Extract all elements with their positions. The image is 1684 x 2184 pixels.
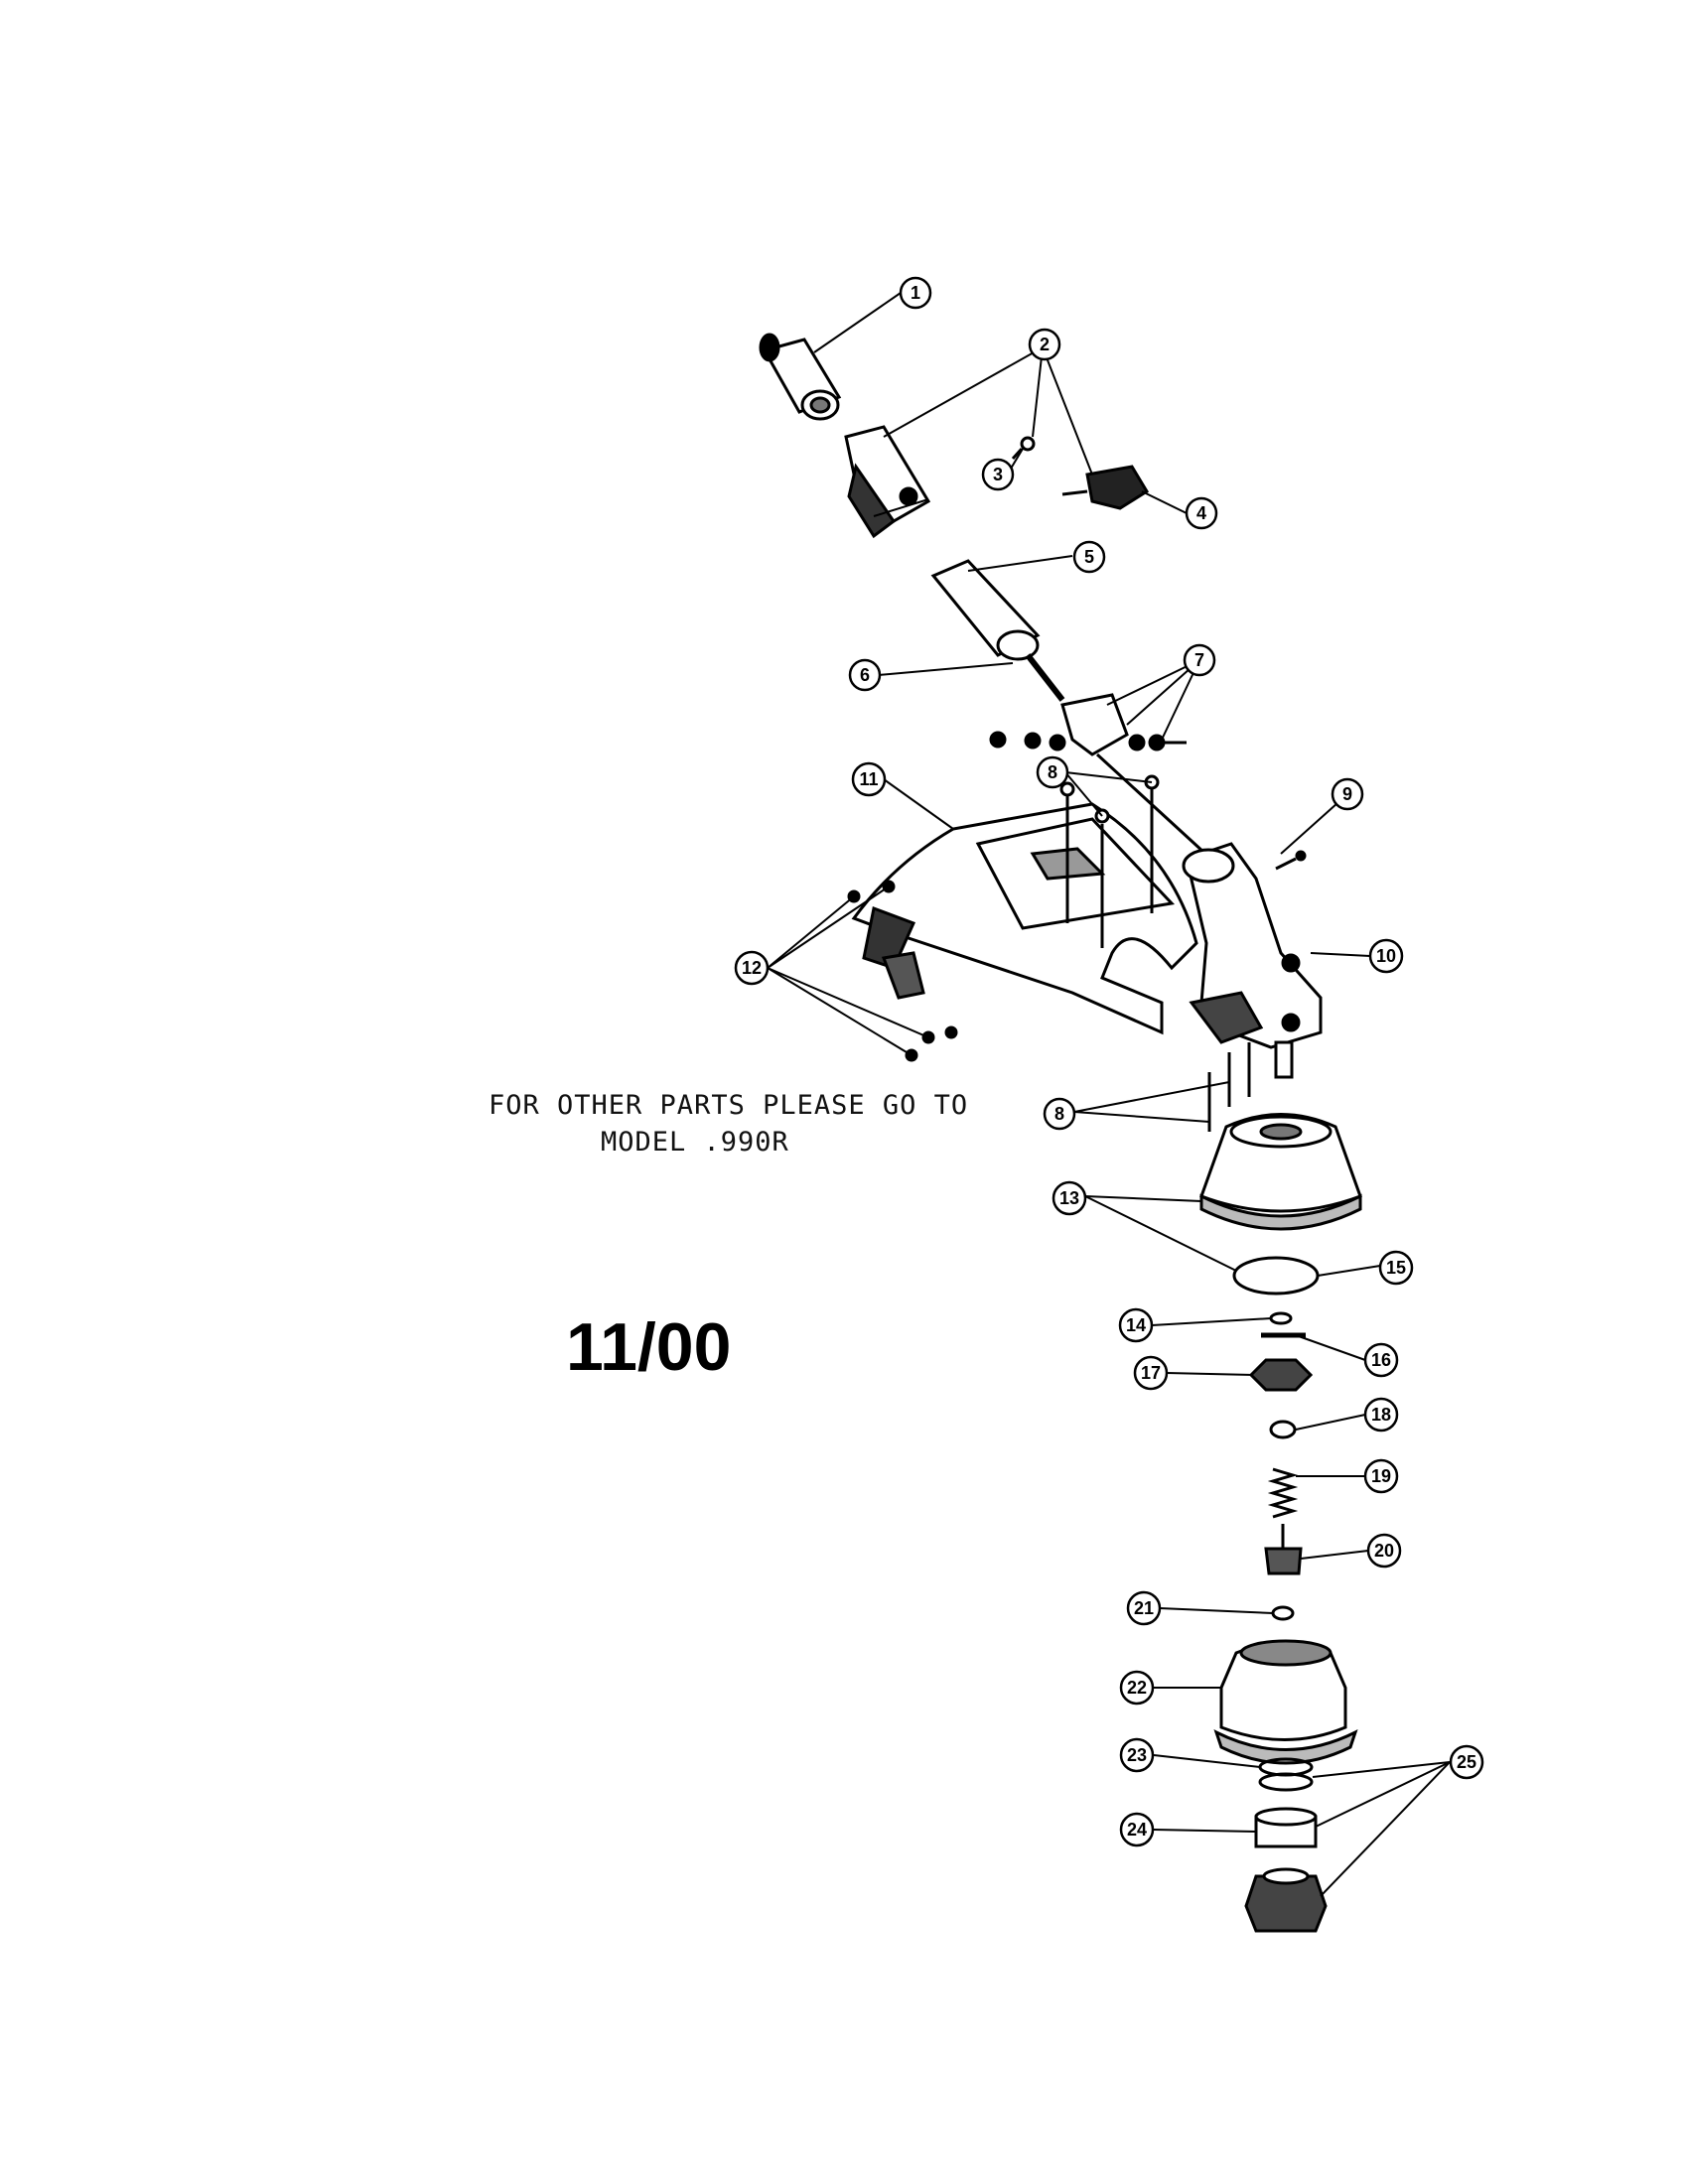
callout-23: 23 <box>1119 1737 1155 1773</box>
callout-8-upper: 8 <box>1036 755 1069 789</box>
part-25-bump-knob <box>1244 1867 1328 1933</box>
part-21-o-ring <box>1271 1605 1295 1621</box>
callout-6: 6 <box>848 658 882 692</box>
svg-text:4: 4 <box>1196 503 1206 523</box>
svg-text:21: 21 <box>1134 1598 1154 1618</box>
part-22-spool <box>1213 1639 1358 1765</box>
callout-21: 21 <box>1126 1590 1162 1626</box>
callout-8-lower: 8 <box>1043 1097 1076 1131</box>
callout-3: 3 <box>981 458 1015 491</box>
part-13-spool-housing <box>1199 1113 1362 1231</box>
part-1-handle-grip <box>759 333 842 421</box>
callout-1: 1 <box>899 276 932 310</box>
callout-15: 15 <box>1378 1250 1414 1286</box>
svg-text:8: 8 <box>1054 1104 1064 1124</box>
svg-text:17: 17 <box>1141 1363 1161 1383</box>
svg-text:8: 8 <box>1048 762 1057 782</box>
svg-text:23: 23 <box>1127 1745 1147 1765</box>
part-7-clamp-bracket <box>989 693 1218 866</box>
svg-text:22: 22 <box>1127 1678 1147 1698</box>
part-15-ring <box>1232 1256 1320 1296</box>
callout-17: 17 <box>1133 1355 1169 1391</box>
part-18-washer <box>1269 1420 1297 1439</box>
svg-text:5: 5 <box>1084 547 1094 567</box>
callout-25: 25 <box>1449 1744 1484 1780</box>
callout-7: 7 <box>1183 643 1216 677</box>
callout-10: 10 <box>1368 938 1404 974</box>
callout-19: 19 <box>1363 1458 1399 1494</box>
part-24-bushing <box>1254 1807 1318 1848</box>
svg-text:15: 15 <box>1386 1258 1406 1278</box>
svg-text:11: 11 <box>859 769 878 789</box>
svg-text:1: 1 <box>911 283 920 303</box>
part-9-screw <box>1275 850 1307 871</box>
callout-14: 14 <box>1118 1307 1154 1343</box>
svg-text:7: 7 <box>1194 650 1204 670</box>
part-14-washer <box>1269 1311 1293 1325</box>
callout-9: 9 <box>1331 777 1364 811</box>
part-17-eyelet <box>1248 1358 1314 1392</box>
callout-13: 13 <box>1052 1180 1087 1216</box>
callout-24: 24 <box>1119 1812 1155 1847</box>
svg-text:16: 16 <box>1371 1350 1391 1370</box>
svg-text:6: 6 <box>860 665 870 685</box>
callout-2: 2 <box>1028 328 1061 361</box>
callout-4: 4 <box>1185 496 1218 530</box>
svg-text:2: 2 <box>1040 335 1050 354</box>
part-19-spring <box>1267 1467 1299 1519</box>
note-line-2: MODEL .990R <box>601 1127 789 1158</box>
part-8-head-screws <box>1207 1042 1251 1132</box>
svg-text:14: 14 <box>1126 1315 1146 1335</box>
part-6-drive-shaft <box>1025 653 1065 702</box>
part-20-bolt <box>1264 1524 1303 1575</box>
part-10-gear-head <box>1182 842 1323 1079</box>
svg-text:10: 10 <box>1376 946 1396 966</box>
svg-text:9: 9 <box>1342 784 1352 804</box>
callout-11: 11 <box>851 761 887 797</box>
part-5-shaft-sleeve <box>930 559 1041 661</box>
svg-text:13: 13 <box>1059 1188 1079 1208</box>
callout-20: 20 <box>1366 1533 1402 1569</box>
callout-22: 22 <box>1119 1670 1155 1706</box>
callout-labels: 1 2 3 4 5 6 7 8 9 10 11 12 8 13 15 14 16… <box>734 276 1484 1847</box>
date-code: 11/00 <box>566 1309 732 1385</box>
callout-18: 18 <box>1363 1397 1399 1433</box>
svg-text:3: 3 <box>993 465 1003 484</box>
part-4-knob <box>1061 465 1150 510</box>
svg-text:18: 18 <box>1371 1405 1391 1425</box>
note-line-1: FOR OTHER PARTS PLEASE GO TO <box>489 1090 969 1121</box>
leader-lines <box>767 292 1451 1897</box>
callout-5: 5 <box>1072 540 1106 574</box>
svg-text:19: 19 <box>1371 1466 1391 1486</box>
callout-16: 16 <box>1363 1342 1399 1378</box>
callout-12: 12 <box>734 950 770 986</box>
part-2-handle-clamp <box>844 425 931 539</box>
part-3-screw <box>1011 436 1036 461</box>
svg-text:25: 25 <box>1457 1752 1476 1772</box>
part-11-trimmer-guard <box>851 802 1198 1035</box>
svg-text:24: 24 <box>1127 1820 1147 1840</box>
svg-text:20: 20 <box>1374 1541 1394 1561</box>
svg-text:12: 12 <box>742 958 762 978</box>
